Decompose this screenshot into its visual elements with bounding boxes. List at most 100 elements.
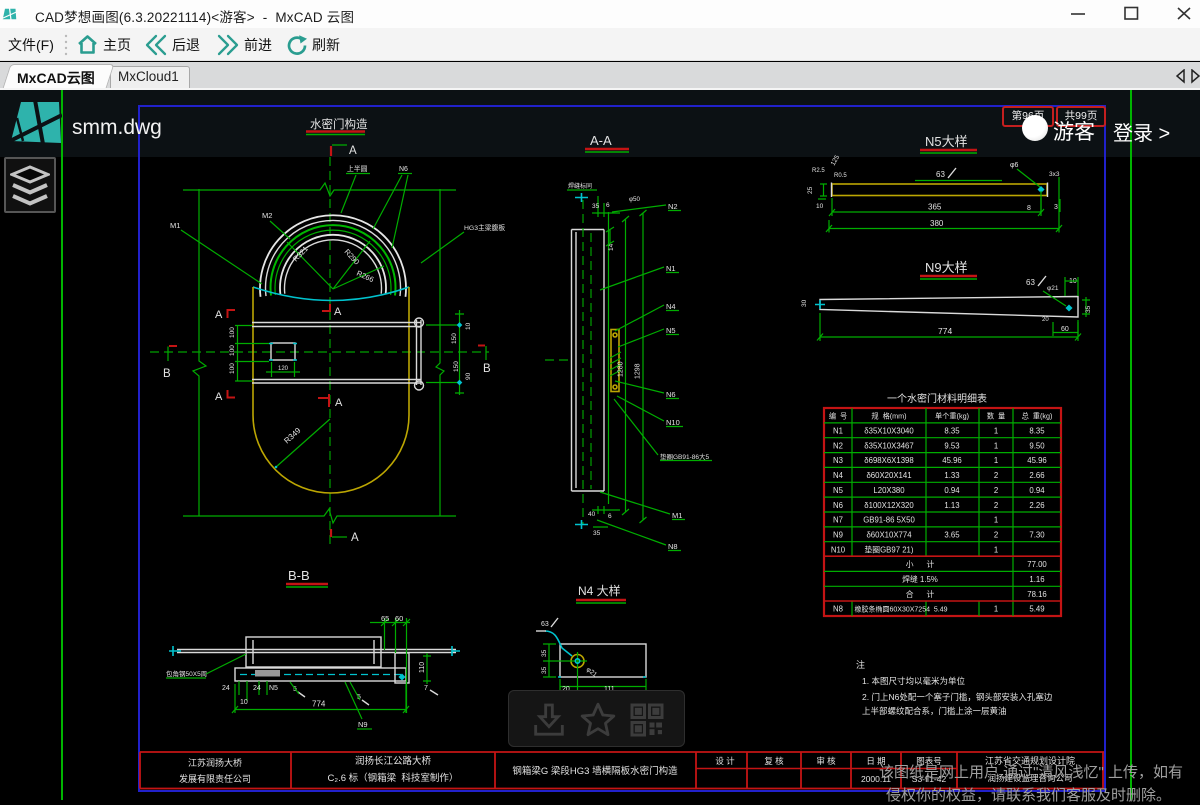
svg-text:A: A <box>335 397 343 409</box>
svg-text:2000.11: 2000.11 <box>861 774 891 784</box>
svg-text:合 计: 合 计 <box>906 589 935 599</box>
svg-text:0.94: 0.94 <box>1029 486 1045 495</box>
svg-text:M1: M1 <box>170 221 180 230</box>
svg-text:N4: N4 <box>833 471 844 480</box>
svg-text:图表号: 图表号 <box>916 756 942 766</box>
svg-text:3: 3 <box>1054 204 1058 211</box>
svg-text:2.26: 2.26 <box>1029 501 1044 510</box>
svg-text:设 计: 设 计 <box>715 756 735 766</box>
svg-text:δ35X10X3040: δ35X10X3040 <box>864 427 914 436</box>
svg-text:δ60X10X774: δ60X10X774 <box>866 531 912 540</box>
svg-text:2: 2 <box>994 531 998 540</box>
svg-text:N6: N6 <box>833 501 843 510</box>
svg-text:365: 365 <box>928 203 942 212</box>
svg-text:0.94: 0.94 <box>944 486 960 495</box>
svg-text:3x3: 3x3 <box>1049 171 1060 178</box>
svg-text:10: 10 <box>240 699 248 706</box>
svg-text:GB91-86 5X50: GB91-86 5X50 <box>863 516 915 525</box>
svg-text:8.35: 8.35 <box>1029 427 1045 436</box>
svg-text:N5: N5 <box>666 326 676 335</box>
svg-text:橡胶条椭圆60X30X7254 5.49: 橡胶条椭圆60X30X7254 5.49 <box>855 605 948 614</box>
svg-text:100: 100 <box>229 327 236 338</box>
svg-text:N6: N6 <box>399 166 408 173</box>
svg-text:数 量: 数 量 <box>987 412 1005 421</box>
svg-text:N8: N8 <box>668 542 678 551</box>
svg-text:110: 110 <box>419 662 426 673</box>
svg-text:润扬建设监理咨询公司: 润扬建设监理咨询公司 <box>987 773 1072 783</box>
svg-text:2: 2 <box>994 501 998 510</box>
svg-text:江苏省交通规划设计院: 江苏省交通规划设计院 <box>985 755 1075 766</box>
svg-text:1: 1 <box>994 516 998 525</box>
svg-text:A: A <box>349 145 357 157</box>
svg-text:1: 1 <box>994 441 998 450</box>
svg-text:5.49: 5.49 <box>1029 605 1044 614</box>
svg-text:1298: 1298 <box>635 363 642 379</box>
svg-text:6: 6 <box>606 202 610 209</box>
svg-text:150: 150 <box>453 361 460 372</box>
svg-text:HG3主梁腹板: HG3主梁腹板 <box>464 223 505 232</box>
svg-text:L20X380: L20X380 <box>873 486 905 495</box>
svg-text:100: 100 <box>229 363 236 374</box>
svg-text:9.50: 9.50 <box>1029 441 1045 450</box>
svg-text:10: 10 <box>816 203 824 210</box>
svg-text:2: 2 <box>994 471 998 480</box>
svg-text:8.35: 8.35 <box>944 427 960 436</box>
svg-text:2. 门上N6处配一个塞子门槛，钢头部安装入孔塞边: 2. 门上N6处配一个塞子门槛，钢头部安装入孔塞边 <box>862 692 1053 702</box>
svg-text:φ21: φ21 <box>1047 285 1059 292</box>
svg-text:8: 8 <box>1027 205 1031 212</box>
svg-text:单个重(kg): 单个重(kg) <box>935 412 969 421</box>
svg-text:焊缝 1.5%: 焊缝 1.5% <box>902 574 938 584</box>
svg-text:10: 10 <box>465 322 472 330</box>
svg-text:N4 大样: N4 大样 <box>578 583 621 598</box>
svg-text:6: 6 <box>608 513 612 520</box>
svg-text:60: 60 <box>395 614 403 623</box>
svg-text:润扬长江公路大桥: 润扬长江公路大桥 <box>355 755 432 767</box>
svg-text:20: 20 <box>562 686 570 693</box>
svg-text:钢箱梁G 梁段HG3 墙横隔板水密门构造: 钢箱梁G 梁段HG3 墙横隔板水密门构造 <box>512 765 678 777</box>
svg-text:1: 1 <box>994 456 998 465</box>
svg-text:3.65: 3.65 <box>944 531 960 540</box>
svg-text:774: 774 <box>312 700 326 709</box>
svg-text:20: 20 <box>1042 317 1049 323</box>
svg-text:B-B: B-B <box>288 568 310 583</box>
svg-text:9.53: 9.53 <box>944 441 959 450</box>
svg-text:380: 380 <box>930 219 944 228</box>
svg-text:N9: N9 <box>358 720 368 729</box>
svg-text:40: 40 <box>588 511 596 518</box>
svg-text:编 号: 编 号 <box>829 412 847 421</box>
svg-text:R349: R349 <box>282 426 303 446</box>
svg-text:审 核: 审 核 <box>816 756 836 766</box>
svg-text:35: 35 <box>592 203 600 210</box>
svg-text:25: 25 <box>807 186 814 194</box>
svg-text:N1: N1 <box>833 427 843 436</box>
svg-text:45.96: 45.96 <box>1027 456 1047 465</box>
svg-text:小 计: 小 计 <box>906 559 935 569</box>
svg-text:7: 7 <box>424 685 428 692</box>
svg-text:一个水密门材料明细表: 一个水密门材料明细表 <box>887 392 987 405</box>
svg-text:包角钢50X5周: 包角钢50X5周 <box>166 669 207 678</box>
svg-text:S3-Ⅱ1-42: S3-Ⅱ1-42 <box>912 774 947 784</box>
svg-text:复 核: 复 核 <box>764 756 784 766</box>
svg-text:上半圆: 上半圆 <box>347 164 368 173</box>
svg-text:1: 1 <box>994 545 998 554</box>
svg-text:A: A <box>334 306 342 318</box>
svg-text:150: 150 <box>451 333 458 344</box>
svg-text:1: 1 <box>994 427 998 436</box>
svg-text:1280: 1280 <box>618 361 625 377</box>
svg-text:N9: N9 <box>833 531 843 540</box>
svg-text:63: 63 <box>1026 278 1035 287</box>
svg-text:N6: N6 <box>666 390 676 399</box>
svg-text:注: 注 <box>856 659 865 670</box>
svg-text:78.16: 78.16 <box>1027 590 1047 599</box>
svg-text:日 期: 日 期 <box>866 756 885 766</box>
svg-text:N5: N5 <box>833 486 844 495</box>
svg-text:7.30: 7.30 <box>1029 531 1045 540</box>
svg-text:φ6: φ6 <box>1010 162 1019 169</box>
svg-text:N5: N5 <box>269 685 278 692</box>
svg-text:24: 24 <box>253 685 261 692</box>
svg-text:上半部螺纹配合系，门槛上涂一层黄油: 上半部螺纹配合系，门槛上涂一层黄油 <box>862 706 1007 716</box>
svg-text:B: B <box>483 363 491 375</box>
svg-text:63: 63 <box>541 621 549 628</box>
svg-text:1.16: 1.16 <box>1029 575 1044 584</box>
svg-text:1.33: 1.33 <box>944 471 959 480</box>
